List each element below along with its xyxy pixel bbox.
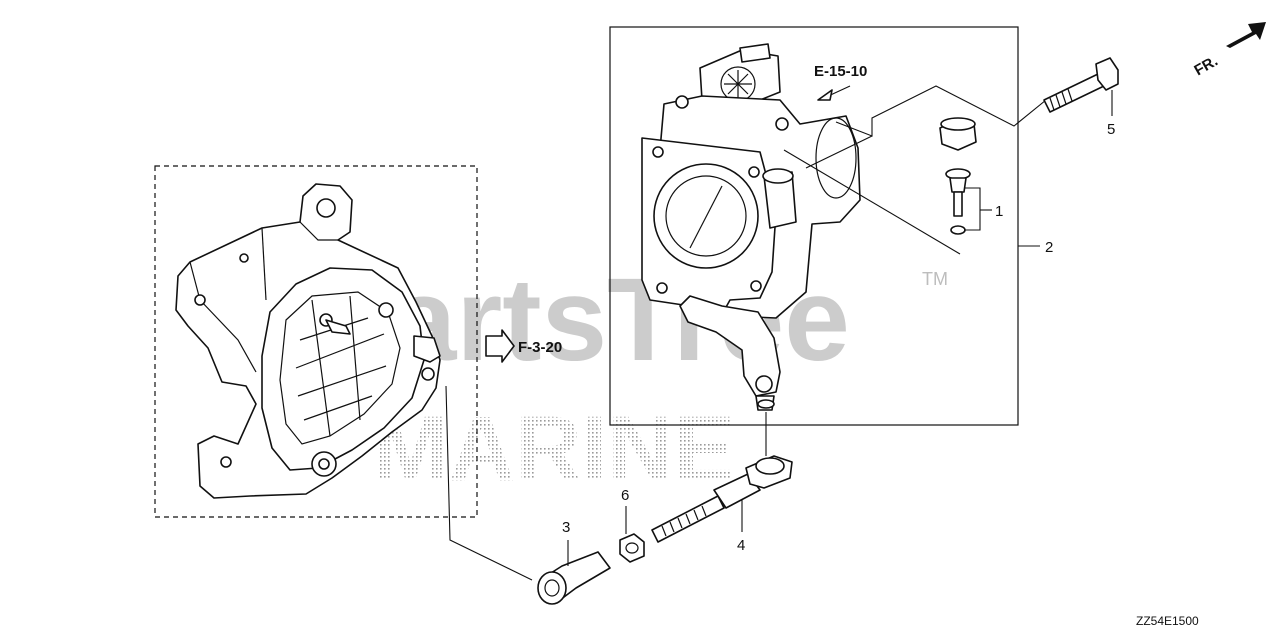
front-indicator: FR. [1191,22,1266,79]
frame-reference-label: F-3-20 [518,339,562,356]
watermark-tm: TM [922,269,948,289]
front-arrow-icon [1226,22,1266,48]
frame-reference: F-3-20 [485,329,562,363]
watermark-marine-text: MARINE [372,398,735,500]
callout-6: 6 [621,487,629,504]
throttle-bracket-assembly [175,183,441,499]
front-indicator-label: FR. [1191,53,1220,80]
part-1-screw-set: 1 [939,117,1003,235]
callout-5: 5 [1107,121,1115,138]
engine-reference-label: E-15-10 [814,63,867,80]
part-6-nut: 6 [619,487,645,563]
callout-2: 2 [1045,239,1053,256]
engine-reference: E-15-10 [783,63,1047,255]
callout-1: 1 [995,203,1003,220]
part-3-rod-joint: 3 [537,519,611,605]
callout-3: 3 [562,519,570,536]
part-5-bolt: 5 [1043,57,1119,138]
throttle-body-solid-box [609,26,1019,426]
throttle-body [641,43,861,411]
diagram-code: ZZ54E1500 [1136,614,1199,628]
callout-4: 4 [737,537,745,554]
bracket-group-dashed-box [154,165,478,518]
part-4-adjust-rod: 4 [651,412,793,554]
